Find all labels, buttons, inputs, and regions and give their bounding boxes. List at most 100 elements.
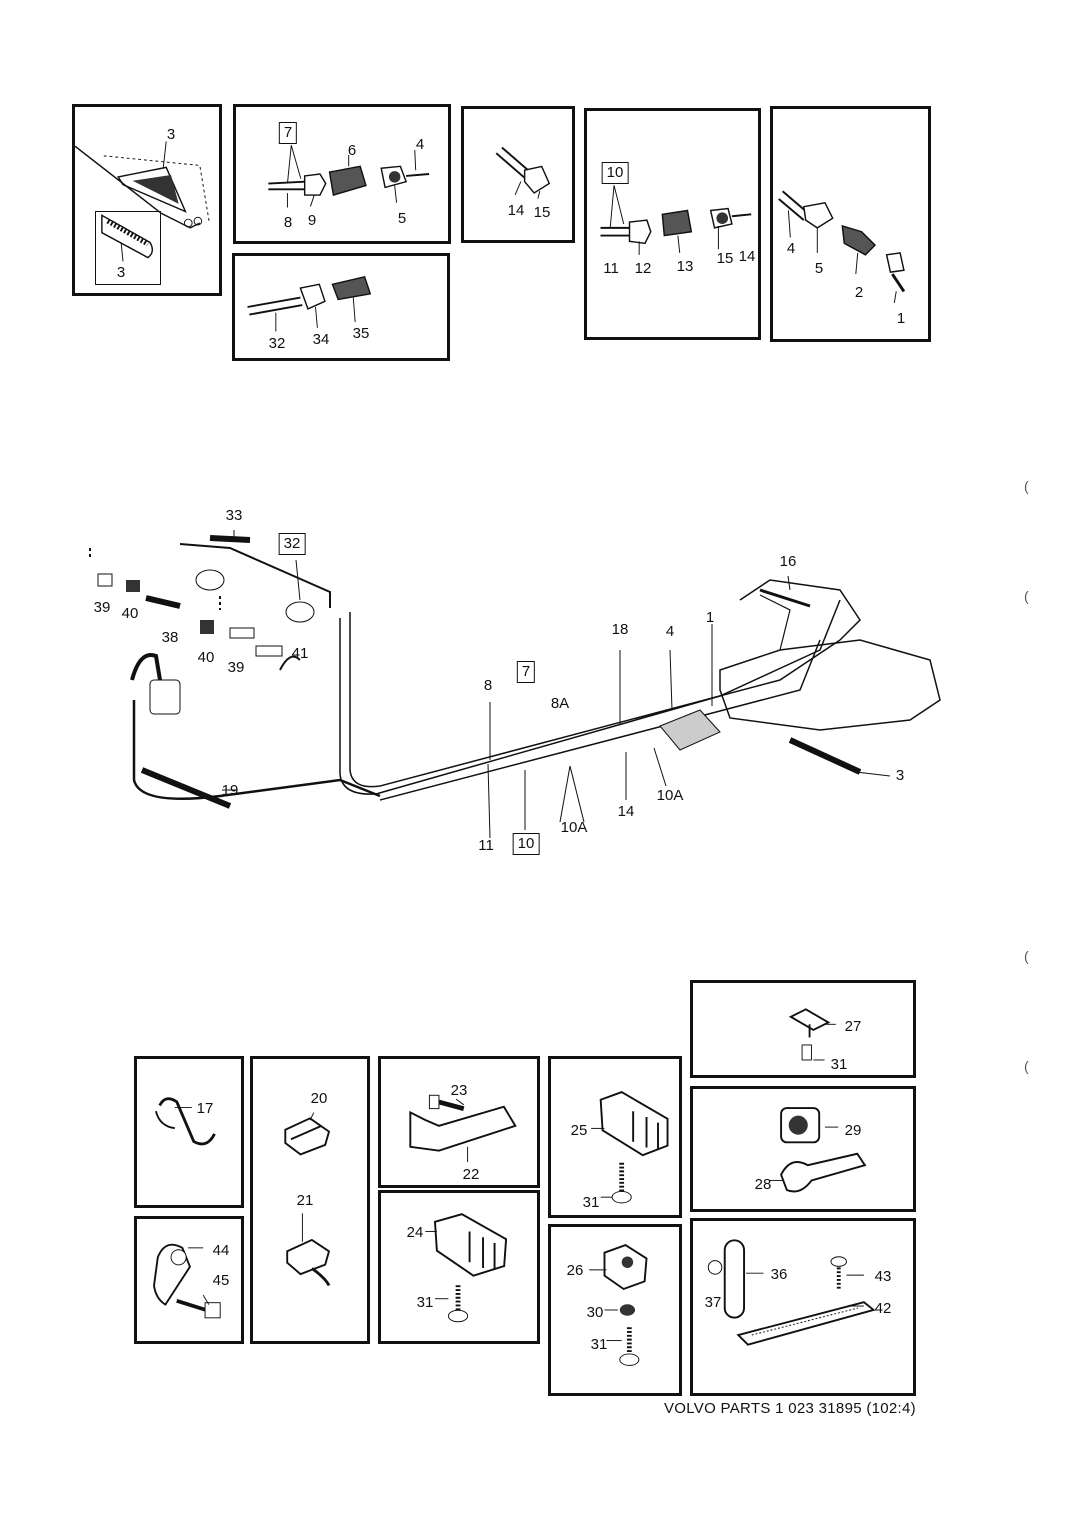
callout-32: 32: [268, 335, 286, 352]
clip-26-drawing: [589, 1243, 648, 1366]
panel-bracket-22-23: 23 22: [378, 1056, 540, 1188]
callout-34: 34: [312, 331, 330, 348]
callout-24: 24: [406, 1224, 424, 1241]
callout-8A: 8A: [550, 695, 570, 712]
callout-13: 13: [676, 258, 694, 275]
panel-detail-10: 10 11 12 13 15 14: [584, 108, 761, 340]
callout-30: 30: [586, 1304, 604, 1321]
callout-21: 21: [296, 1192, 314, 1209]
callout-12: 12: [634, 260, 652, 277]
callout-25: 25: [570, 1122, 588, 1139]
clip-44-45-drawing: [153, 1243, 221, 1319]
callout-4: 4: [665, 623, 675, 640]
callout-15: 15: [533, 204, 551, 221]
callout-27: 27: [844, 1018, 862, 1035]
panel-detail-3: 3 3: [72, 104, 222, 296]
panel-clip-17: 17: [134, 1056, 244, 1208]
callout-40: 40: [197, 649, 215, 666]
panel-detail-7: 7 6 4 8 9 5: [233, 104, 451, 244]
fuel-line-drawing: [89, 530, 941, 839]
panel-detail-14-15: 14 15: [461, 106, 575, 243]
callout-16: 16: [779, 553, 797, 570]
callout-18: 18: [611, 621, 629, 638]
parts-reference-footer: VOLVO PARTS 1 023 31895 (102:4): [664, 1400, 916, 1417]
callout-3: 3: [166, 126, 176, 143]
margin-mark: (: [1024, 948, 1029, 964]
callout-9: 9: [307, 212, 317, 229]
callout-2: 2: [854, 284, 864, 301]
callout-20: 20: [310, 1090, 328, 1107]
inset-frame: [95, 211, 161, 285]
bracket-22-23-drawing: [409, 1094, 517, 1163]
callout-box-10: 10: [512, 833, 540, 855]
callout-41: 41: [291, 645, 309, 662]
callout-39: 39: [93, 599, 111, 616]
callout-6: 6: [347, 142, 357, 159]
callout-1: 1: [896, 310, 906, 327]
callout-14: 14: [738, 248, 756, 265]
panel-clip-44-45: 44 45: [134, 1216, 244, 1344]
callout-19: 19: [221, 782, 239, 799]
detail-7-drawing: [268, 145, 430, 208]
callout-28: 28: [754, 1176, 772, 1193]
main-fuel-line-diagram: 33 32 39 40 38 40 39 41 19 8 7 8A 18 4 1…: [80, 500, 960, 880]
panel-strap-36-42: 37 36 43 42: [690, 1218, 916, 1396]
margin-mark: (: [1024, 1058, 1029, 1074]
callout-box-7: 7: [516, 661, 536, 683]
callout-23: 23: [450, 1082, 468, 1099]
callout-14: 14: [507, 202, 525, 219]
clips-20-21-drawing: [284, 1112, 331, 1287]
callout-31: 31: [416, 1294, 434, 1311]
callout-4: 4: [786, 240, 796, 257]
callout-40: 40: [121, 605, 139, 622]
callout-31: 31: [830, 1056, 848, 1073]
callout-42: 42: [874, 1300, 892, 1317]
callout-11: 11: [478, 837, 494, 854]
callout-29: 29: [844, 1122, 862, 1139]
callout-31: 31: [590, 1336, 608, 1353]
callout-10A: 10A: [656, 787, 684, 804]
panel-bracket-27: 27 31: [690, 980, 916, 1078]
clip-24-drawing: [425, 1213, 508, 1323]
callout-box-10: 10: [601, 162, 629, 184]
detail-14-15-drawing: [495, 146, 551, 199]
callout-5: 5: [397, 210, 407, 227]
callout-33: 33: [225, 507, 243, 524]
panel-clip-26: 26 30 31: [548, 1224, 682, 1396]
margin-mark: (: [1024, 588, 1029, 604]
panel-detail-1-2: 4 5 2 1: [770, 106, 931, 342]
callout-8: 8: [283, 214, 293, 231]
callout-5: 5: [814, 260, 824, 277]
callout-35: 35: [352, 325, 370, 342]
callout-36: 36: [770, 1266, 788, 1283]
callout-box-32: 32: [278, 533, 306, 555]
callout-22: 22: [462, 1166, 480, 1183]
clip-17-drawing: [154, 1097, 216, 1146]
callout-26: 26: [566, 1262, 584, 1279]
panel-detail-32: 32 34 35: [232, 253, 450, 361]
bracket-27-drawing: [788, 1008, 836, 1061]
detail-3-drawing: [75, 141, 210, 262]
detail-10-drawing: [600, 185, 752, 255]
strap-36-42-drawing: [707, 1239, 876, 1346]
panel-clips-28-29: 29 28: [690, 1086, 916, 1212]
callout-17: 17: [196, 1100, 214, 1117]
clips-28-29-drawing: [769, 1107, 867, 1193]
callout-box-7: 7: [278, 122, 298, 144]
callout-37: 37: [704, 1294, 722, 1311]
callout-15: 15: [716, 250, 734, 267]
callout-45: 45: [212, 1272, 230, 1289]
callout-38: 38: [161, 629, 179, 646]
callout-3: 3: [116, 264, 126, 281]
panel-clip-24: 24 31: [378, 1190, 540, 1344]
margin-mark: (: [1024, 478, 1029, 494]
callout-44: 44: [212, 1242, 230, 1259]
callout-11: 11: [603, 260, 619, 277]
callout-31: 31: [582, 1194, 600, 1211]
detail-32-drawing: [247, 275, 372, 332]
panel-clips-20-21: 20 21: [250, 1056, 370, 1344]
detail-1-2-drawing: [778, 190, 906, 304]
callout-3: 3: [895, 767, 905, 784]
panel-clip-25: 25 31: [548, 1056, 682, 1218]
clip-25-drawing: [591, 1091, 669, 1204]
